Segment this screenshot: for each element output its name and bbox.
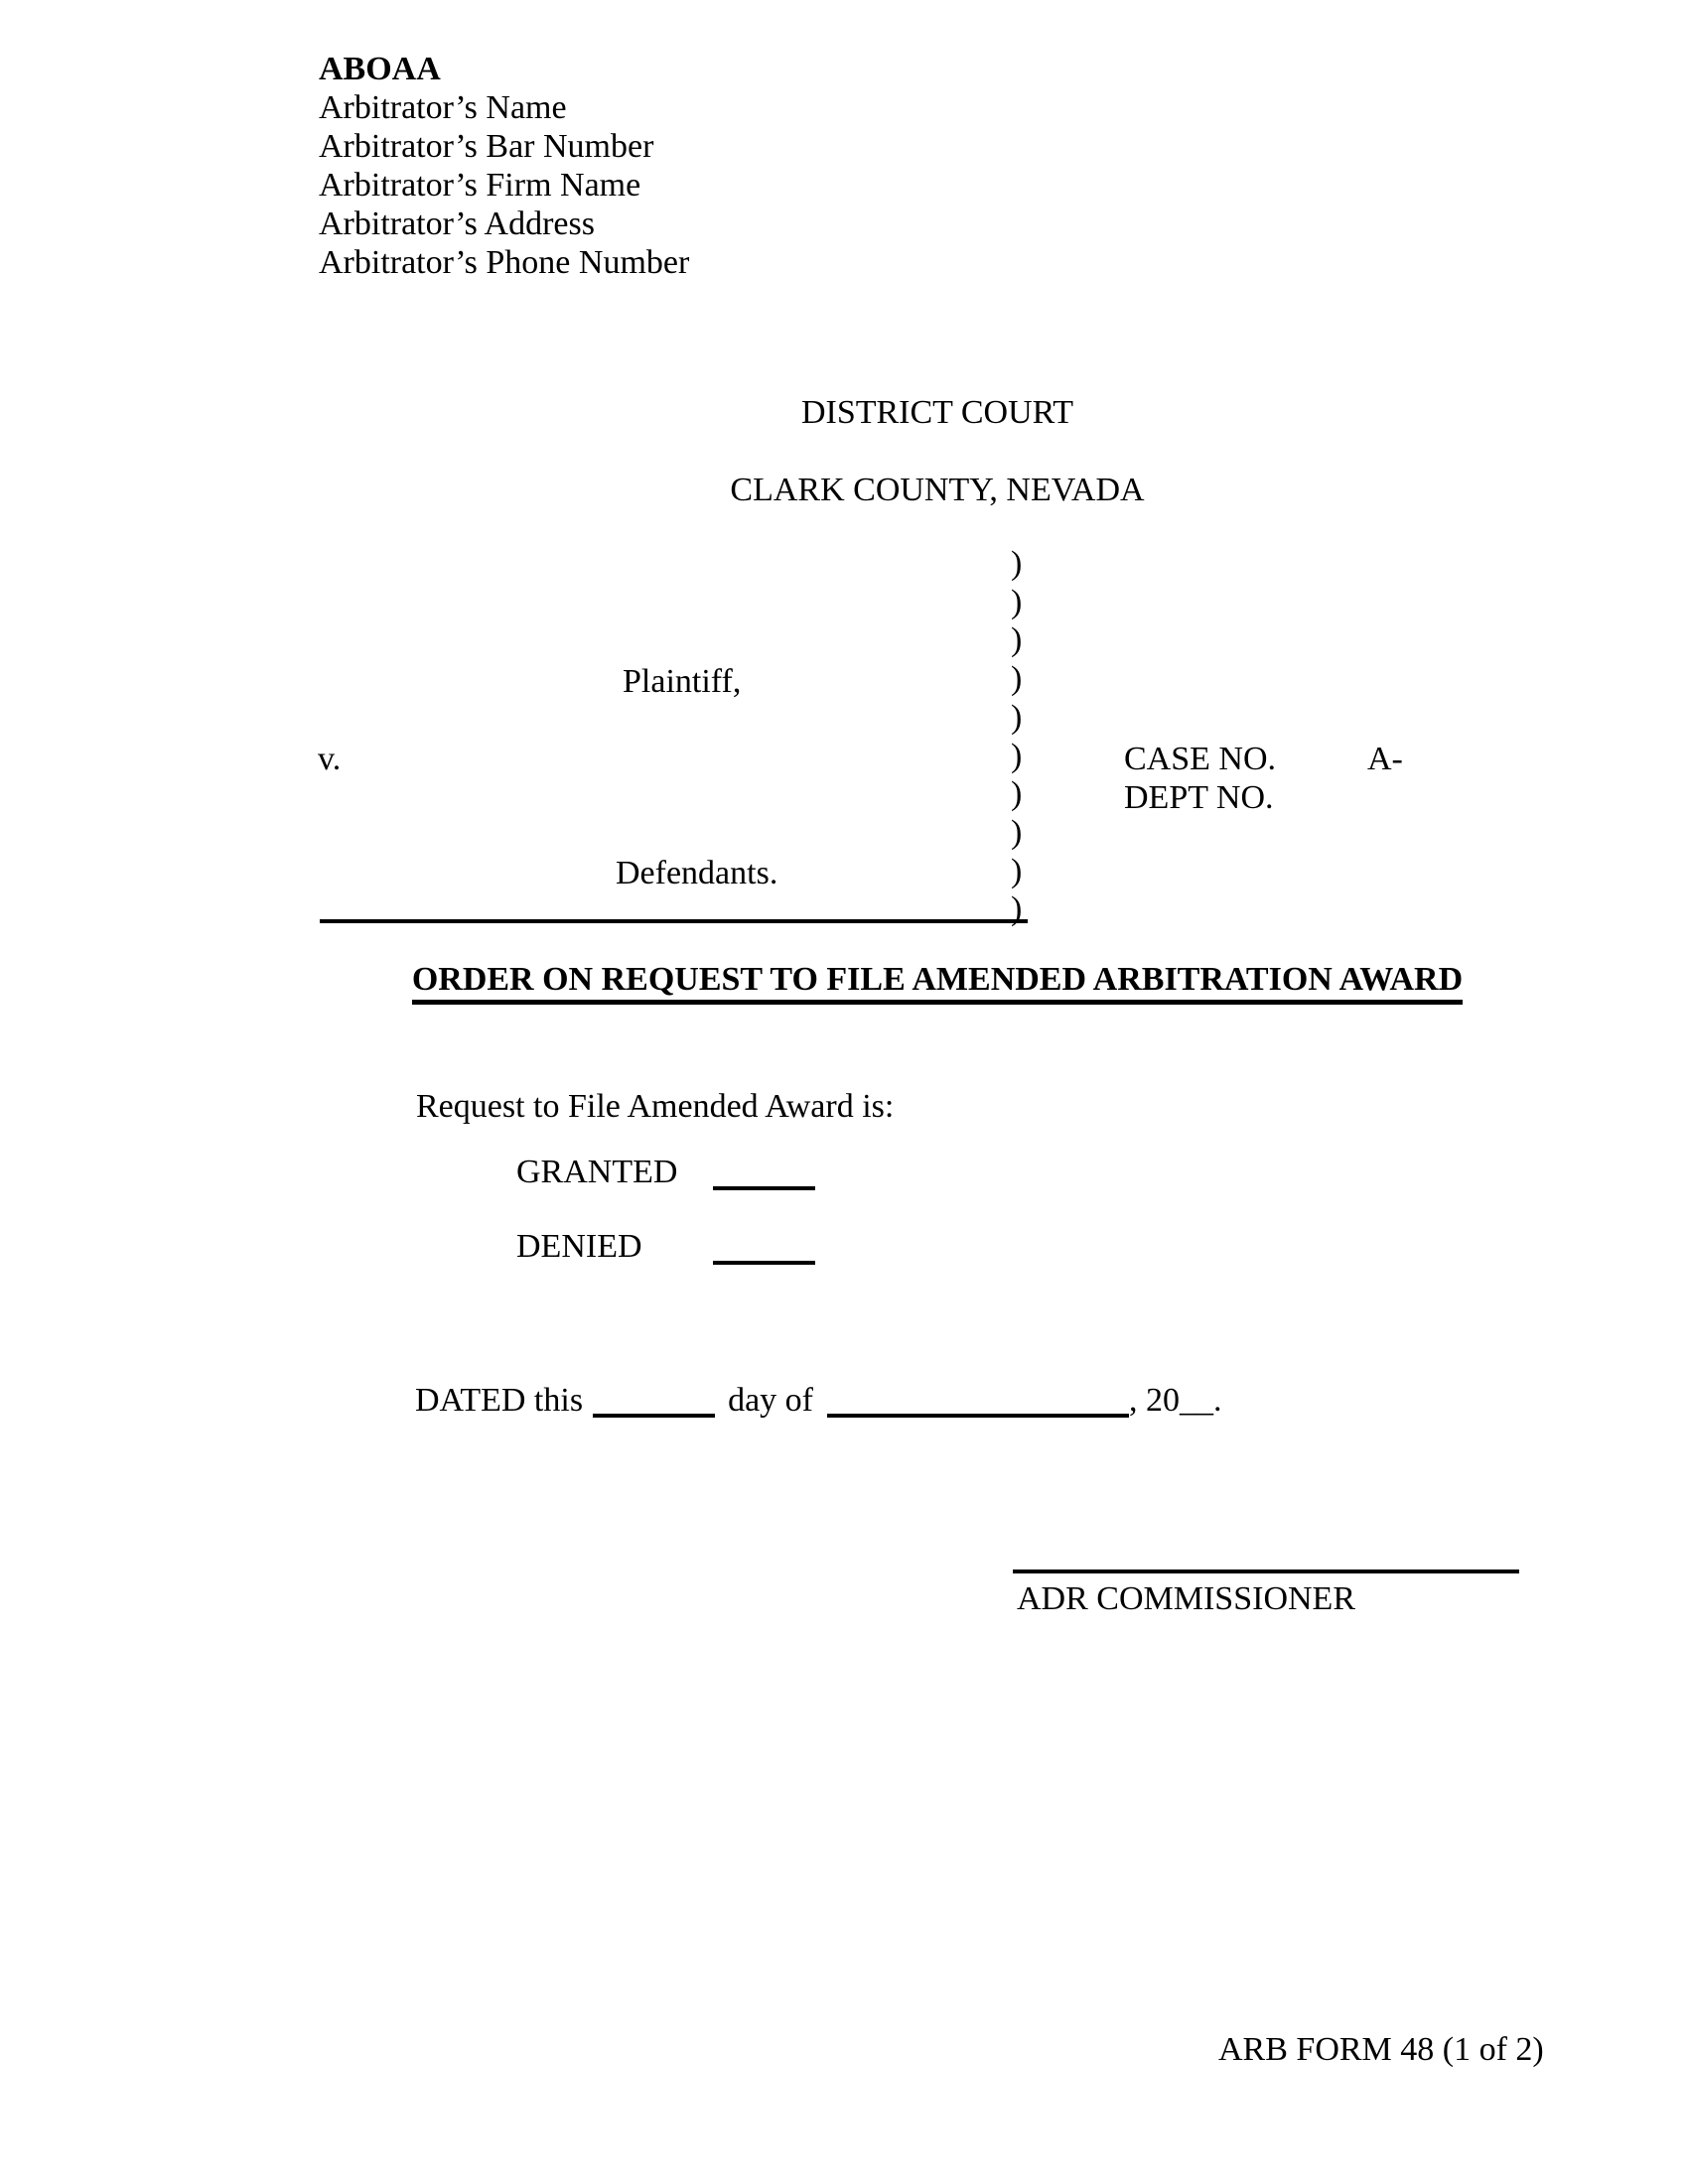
signature-line	[1013, 1570, 1519, 1573]
versus-label: v.	[318, 741, 342, 777]
defendants-label: Defendants.	[616, 855, 778, 891]
granted-label: GRANTED	[516, 1154, 678, 1190]
day-blank-line	[593, 1414, 716, 1418]
order-title-row: ORDER ON REQUEST TO FILE AMENDED ARBITRA…	[181, 961, 1688, 1005]
preparer-line-name: Arbitrator’s Name	[319, 89, 567, 126]
caption-underline	[320, 919, 1028, 923]
case-number-value: A-	[1367, 741, 1403, 777]
preparer-line-address: Arbitrator’s Address	[319, 205, 595, 242]
order-title: ORDER ON REQUEST TO FILE AMENDED ARBITRA…	[411, 961, 1464, 1005]
dated-prefix: DATED this	[415, 1382, 584, 1419]
month-blank-line	[826, 1414, 1129, 1418]
denied-label: DENIED	[516, 1228, 642, 1265]
denied-blank-line	[713, 1261, 815, 1265]
preparer-line-bar-number: Arbitrator’s Bar Number	[319, 128, 654, 165]
plaintiff-label: Plaintiff,	[623, 663, 742, 700]
form-number: ARB FORM 48 (1 of 2)	[1218, 2031, 1544, 2068]
granted-blank-line	[713, 1186, 815, 1190]
signature-label: ADR COMMISSIONER	[1017, 1580, 1355, 1617]
dated-line: DATED this day of , 20__.	[415, 1382, 1221, 1420]
caption-paren-column: ) ) ) ) ) ) ) ) ) )	[1011, 545, 1023, 928]
dept-number-label: DEPT NO.	[1124, 779, 1274, 816]
case-number-label: CASE NO.	[1124, 741, 1277, 777]
form-code: ABOAA	[319, 51, 441, 87]
court-county: CLARK COUNTY, NEVADA	[730, 472, 1145, 508]
preparer-line-phone-number: Arbitrator’s Phone Number	[319, 244, 690, 281]
request-line: Request to File Amended Award is:	[416, 1088, 895, 1125]
court-name: DISTRICT COURT	[800, 394, 1074, 431]
preparer-line-firm-name: Arbitrator’s Firm Name	[319, 167, 641, 204]
dated-day-of: day of	[728, 1382, 813, 1419]
preparer-block: ABOAA Arbitrator’s Name Arbitrator’s Bar…	[319, 50, 689, 282]
dated-tail: , 20__.	[1128, 1382, 1222, 1419]
